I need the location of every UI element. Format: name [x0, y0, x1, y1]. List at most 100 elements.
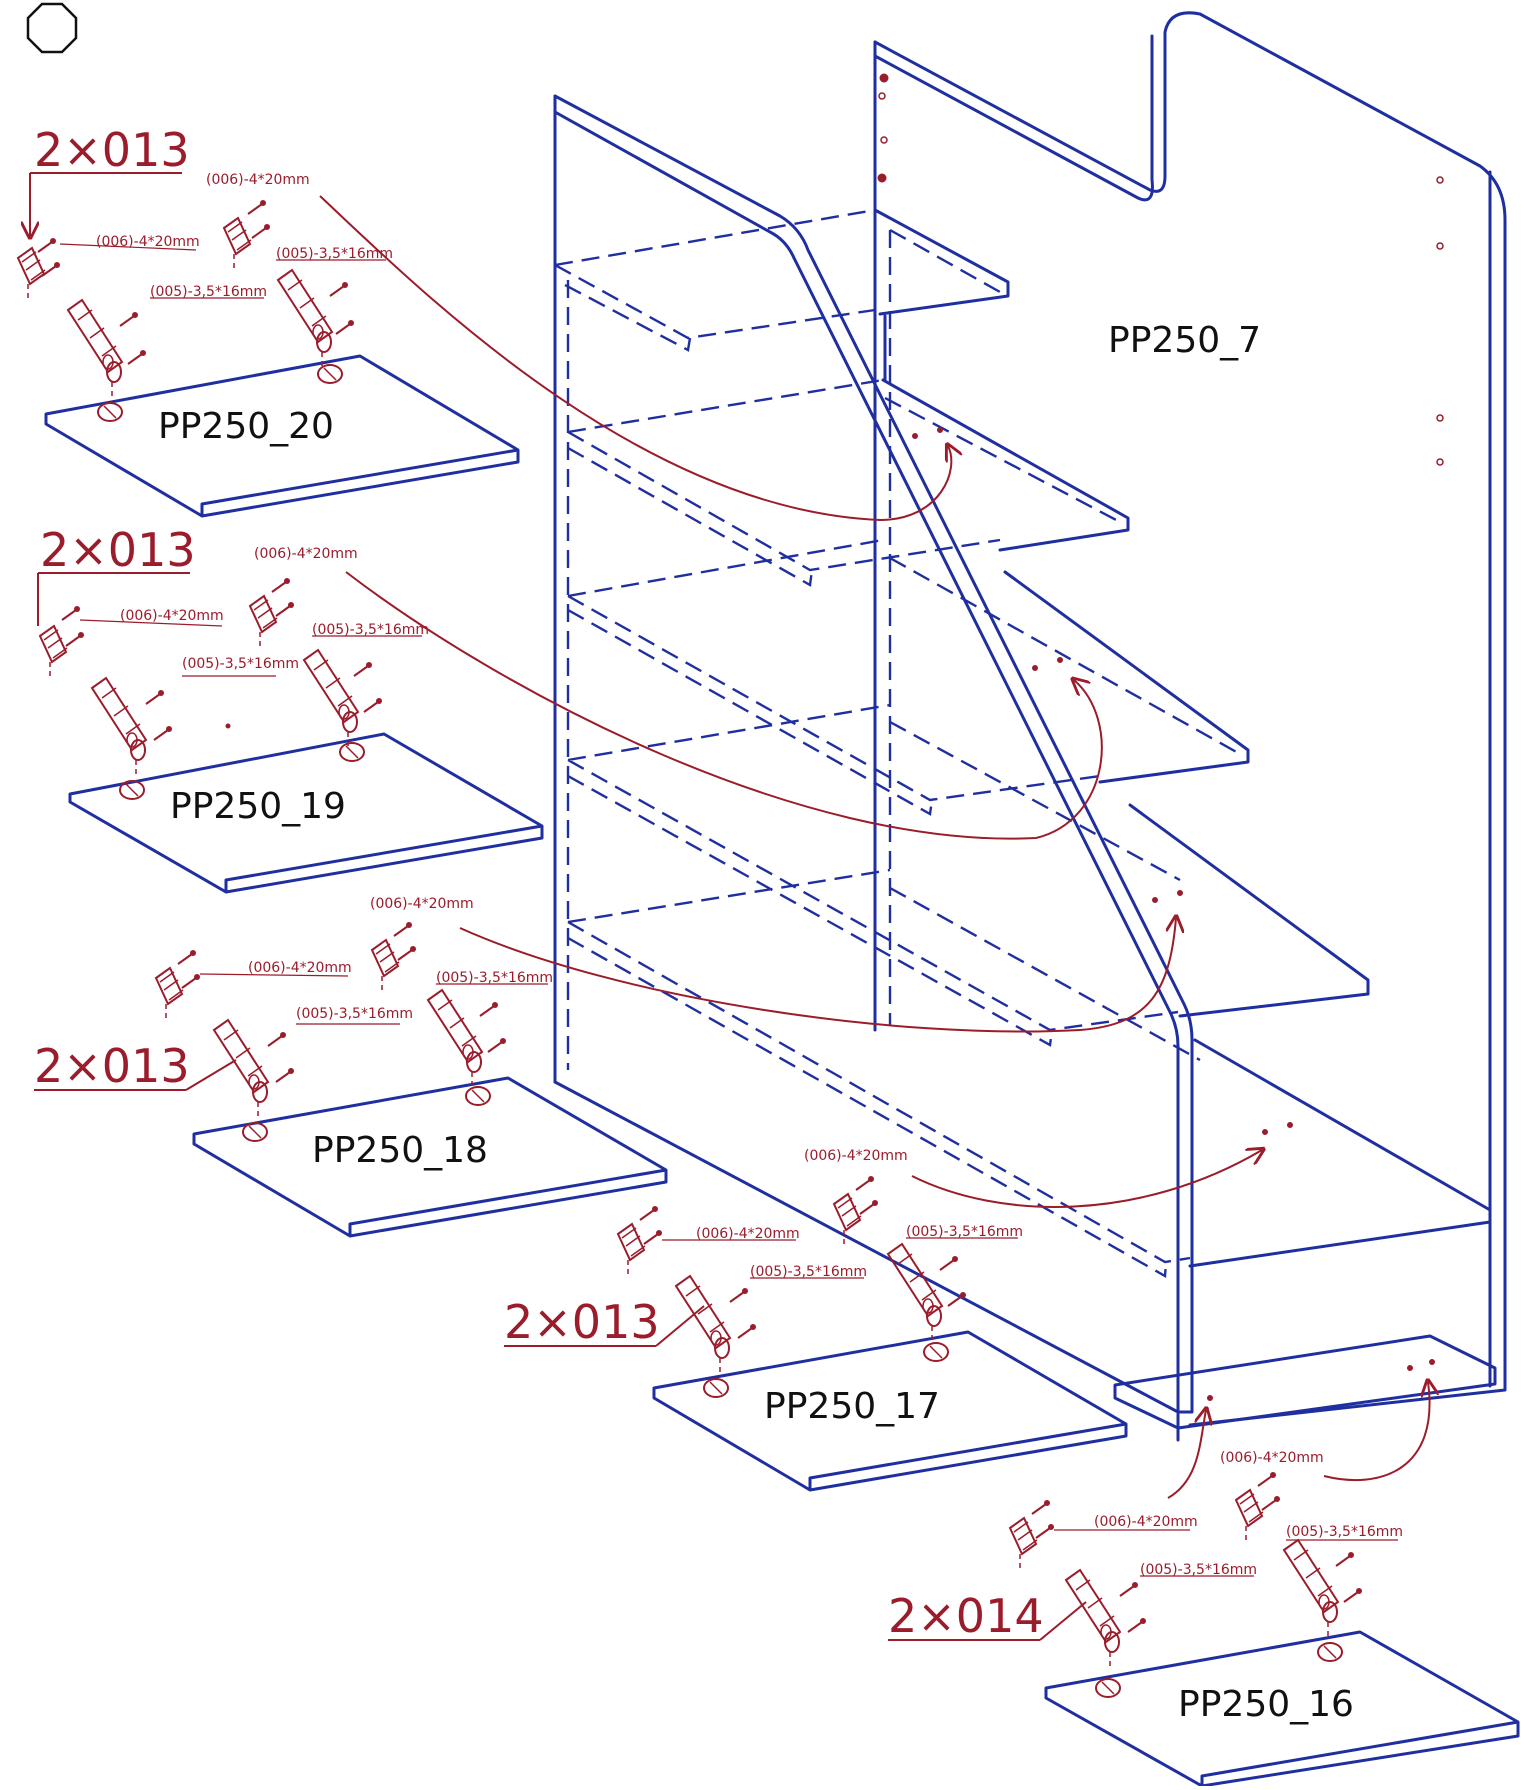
shelf-group-pp250-17: PP250_17 2×013 (006)-4*20mm (005)-3,5*16… — [504, 1148, 1262, 1492]
screw-icon — [1035, 1523, 1055, 1539]
screw-icon — [1343, 1587, 1363, 1603]
screw-icon — [1031, 1499, 1051, 1515]
fitting-icon — [1283, 1539, 1339, 1641]
qty-pp250-20: 2×013 — [34, 123, 190, 177]
fitting-icon — [155, 967, 184, 1019]
hw-label-006: (006)-4*20mm — [120, 608, 224, 624]
hw-label-005: (005)-3,5*16mm — [276, 246, 393, 262]
fitting-icon — [1009, 1517, 1038, 1569]
screw-icon — [65, 631, 85, 647]
label-pp250-7: PP250_7 — [1108, 320, 1261, 361]
screw-icon — [363, 697, 383, 713]
hw-label-005: (005)-3,5*16mm — [906, 1224, 1023, 1240]
shelf-pp250-17-outline — [652, 1330, 1128, 1492]
label-pp250-20: PP250_20 — [158, 406, 334, 447]
fitting-icon — [213, 1019, 269, 1121]
screw-icon — [267, 1031, 287, 1047]
hw-label-005: (005)-3,5*16mm — [296, 1006, 413, 1022]
installed-shelves — [554, 208, 1497, 1442]
step-number: 8 — [26, 2, 78, 54]
screw-icon — [247, 199, 267, 215]
hw-label-006: (006)-4*20mm — [804, 1148, 908, 1164]
hw-label-006: (006)-4*20mm — [1220, 1450, 1324, 1466]
hw-label-005: (005)-3,5*16mm — [312, 622, 429, 638]
screw-icon — [639, 1205, 659, 1221]
screw-icon — [41, 261, 61, 277]
hw-label-006: (006)-4*20mm — [370, 896, 474, 912]
step-badge-shape — [26, 2, 78, 54]
screw-icon — [479, 1001, 499, 1017]
screw-icon — [643, 1229, 663, 1245]
shelf-group-pp250-20: PP250_20 2×013 (006)-4*20mm (005)-3,5*16… — [17, 123, 951, 522]
hw-label-005: (005)-3,5*16mm — [436, 970, 553, 986]
shelf-pp250-18-outline — [192, 1076, 668, 1238]
screw-icon — [119, 311, 139, 327]
cam-icon — [119, 780, 145, 800]
screw-icon — [275, 1067, 295, 1083]
fitting-icon — [371, 939, 400, 991]
cam-icon — [703, 1378, 729, 1398]
insert-arrow — [319, 195, 951, 522]
cam-icon — [317, 364, 343, 384]
sloped-panel-bottom-edge — [553, 1080, 1180, 1414]
screw-icon — [487, 1037, 507, 1053]
hw-label-005: (005)-3,5*16mm — [750, 1264, 867, 1280]
fitting-icon — [887, 1243, 943, 1345]
screw-icon — [397, 945, 417, 961]
screw-icon — [737, 1323, 757, 1339]
screw-icon — [127, 349, 147, 365]
hw-label-005: (005)-3,5*16mm — [1140, 1562, 1257, 1578]
tall-panel-inner-edge — [873, 34, 1154, 202]
screw-icon — [1335, 1551, 1355, 1567]
screw-icon — [855, 1175, 875, 1191]
screw-icon — [37, 237, 57, 253]
screw-icon — [271, 577, 291, 593]
cam-icon — [97, 402, 123, 422]
shelf-pp250-16-outline — [1044, 1630, 1520, 1788]
screw-icon — [177, 949, 197, 965]
hw-label-006: (006)-4*20mm — [96, 234, 200, 250]
screw-icon — [1261, 1495, 1281, 1511]
hw-label-006: (006)-4*20mm — [248, 960, 352, 976]
screw-icon — [61, 605, 81, 621]
label-pp250-18: PP250_18 — [312, 1130, 488, 1171]
screw-icon — [939, 1255, 959, 1271]
shelf-group-pp250-16: PP250_16 2×014 (006)-4*20mm (005)-3,5*16… — [888, 1382, 1520, 1788]
tall-panel-outline — [873, 11, 1507, 1427]
fitting-icon — [617, 1223, 646, 1275]
side-panel-assembly: PP250_7 — [553, 11, 1507, 1442]
cam-icon — [339, 742, 365, 762]
cam-icon — [242, 1122, 268, 1142]
hw-label-005: (005)-3,5*16mm — [1286, 1524, 1403, 1540]
hw-label-006: (006)-4*20mm — [206, 172, 310, 188]
hw-label-006: (006)-4*20mm — [254, 546, 358, 562]
hw-label-006: (006)-4*20mm — [696, 1226, 800, 1242]
screw-icon — [1257, 1471, 1277, 1487]
fitting-icon — [39, 625, 68, 677]
step-number-overlay: 8 — [26, 0, 78, 58]
fitting-icon — [303, 649, 359, 751]
fitting-icon — [67, 299, 123, 401]
insert-arrow — [459, 918, 1176, 1033]
cam-icon — [1095, 1678, 1121, 1698]
bottom-panel-installed — [1113, 1334, 1497, 1442]
screw-icon — [1119, 1581, 1139, 1597]
label-pp250-19: PP250_19 — [170, 786, 346, 827]
hw-label-005: (005)-3,5*16mm — [182, 656, 299, 672]
screw-icon — [335, 319, 355, 335]
qty-pp250-17: 2×013 — [504, 1295, 660, 1349]
screw-icon — [393, 921, 413, 937]
hw-label-006: (006)-4*20mm — [1094, 1514, 1198, 1530]
fitting-icon — [675, 1275, 731, 1377]
tall-panel-holes — [877, 73, 1444, 466]
label-pp250-16: PP250_16 — [1178, 1684, 1354, 1725]
fitting-icon — [17, 247, 46, 299]
fitting-icon — [91, 677, 147, 779]
fitting-icon — [427, 989, 483, 1091]
fitting-icon — [249, 595, 278, 647]
fitting-icon — [277, 269, 333, 371]
label-pp250-17: PP250_17 — [764, 1386, 940, 1427]
hw-label-005: (005)-3,5*16mm — [150, 284, 267, 300]
